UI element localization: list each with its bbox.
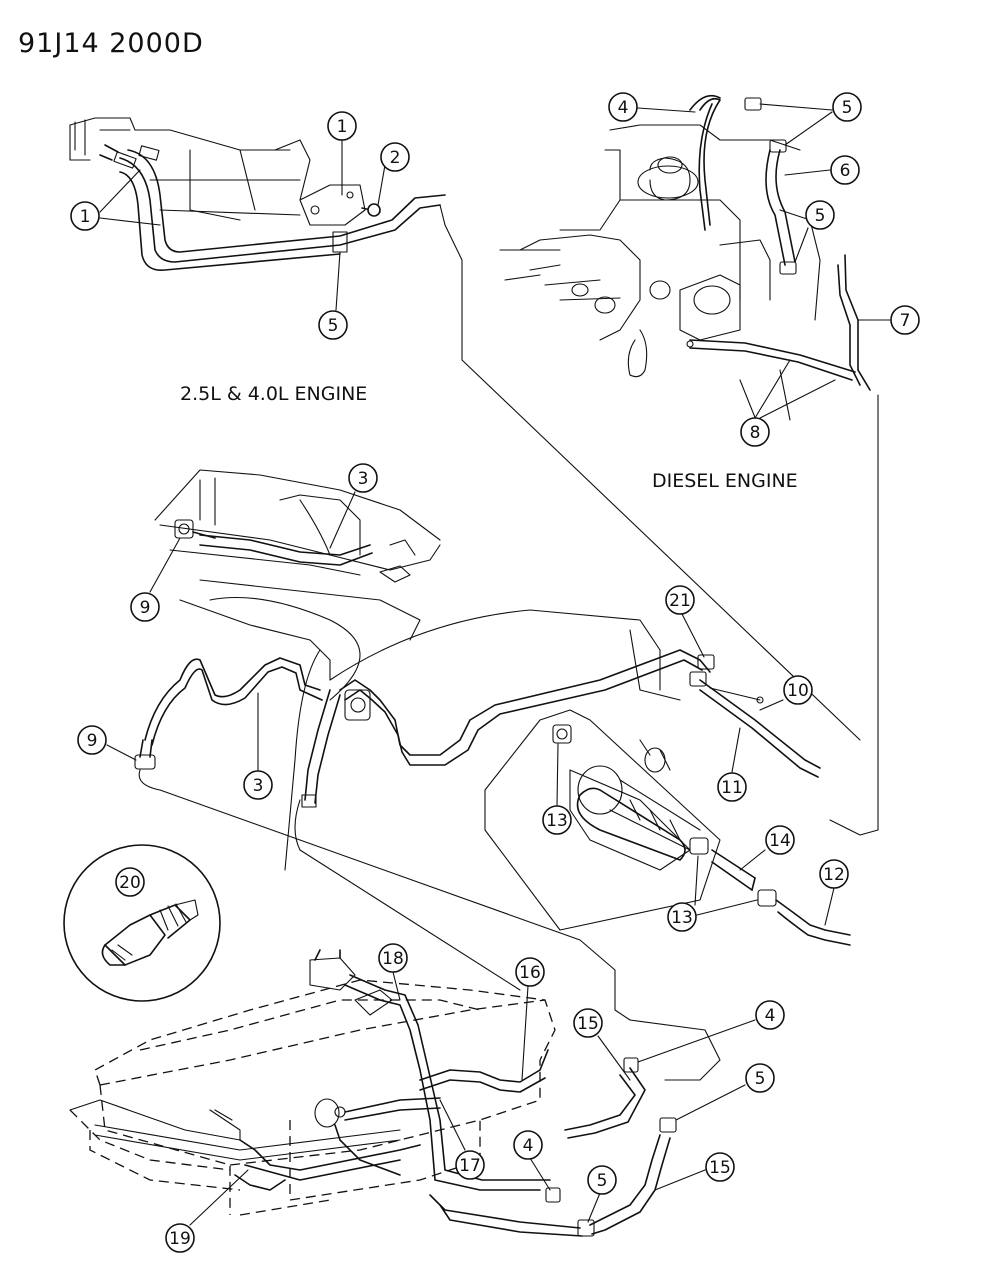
svg-text:9: 9 [87, 731, 98, 751]
svg-text:10: 10 [787, 681, 809, 701]
svg-text:6: 6 [840, 161, 851, 181]
callout-4-diesel: 4 [608, 92, 696, 122]
gas-engine-label: 2.5L & 4.0L ENGINE [180, 383, 367, 405]
callout-4-tank-upper: 4 [637, 1000, 785, 1063]
callout-5-diesel-mid: 5 [794, 200, 835, 263]
callout-17: 17 [439, 1099, 485, 1180]
callout-11: 11 [717, 727, 747, 802]
svg-text:1: 1 [80, 207, 91, 227]
callout-2: 2 [377, 142, 410, 206]
vapor-canister [552, 724, 851, 946]
svg-text:7: 7 [900, 311, 911, 331]
svg-text:15: 15 [577, 1014, 599, 1034]
svg-text:8: 8 [750, 423, 761, 443]
callout-15-lower: 15 [654, 1152, 735, 1191]
svg-text:13: 13 [546, 811, 568, 831]
svg-text:12: 12 [823, 865, 845, 885]
callout-5-tank-lower: 5 [587, 1165, 617, 1223]
inset-part-20: 20 [63, 844, 221, 1002]
svg-text:4: 4 [523, 1136, 534, 1156]
svg-text:17: 17 [459, 1156, 481, 1176]
callout-1-upper: 1 [327, 111, 357, 196]
callout-4-tank-lower: 4 [513, 1130, 551, 1191]
svg-text:9: 9 [140, 598, 151, 618]
svg-text:5: 5 [815, 206, 826, 226]
svg-text:14: 14 [769, 831, 791, 851]
callout-18: 18 [378, 943, 408, 1001]
svg-text:2: 2 [390, 148, 401, 168]
svg-text:11: 11 [721, 778, 743, 798]
chassis-view [134, 469, 821, 1021]
gas-engine-view [69, 117, 861, 741]
callout-3-lower: 3 [243, 692, 273, 800]
callout-5-diesel-top: 5 [759, 92, 862, 146]
callout-19: 19 [165, 1169, 249, 1253]
svg-text:20: 20 [119, 873, 141, 893]
callout-5-tank-upper: 5 [675, 1063, 775, 1121]
svg-text:5: 5 [597, 1171, 608, 1191]
svg-text:5: 5 [755, 1069, 766, 1089]
svg-text:3: 3 [358, 469, 369, 489]
svg-text:19: 19 [169, 1229, 191, 1249]
svg-text:3: 3 [253, 776, 264, 796]
callout-1-left: 1 [70, 169, 161, 231]
svg-text:16: 16 [519, 963, 541, 983]
callout-5-gas: 5 [318, 251, 348, 340]
fuel-tank-view [69, 949, 721, 1237]
callout-14: 14 [739, 825, 795, 871]
callout-10: 10 [759, 675, 813, 711]
svg-text:4: 4 [765, 1006, 776, 1026]
callout-8: 8 [740, 359, 836, 447]
callout-15-upper: 15 [573, 1008, 631, 1081]
callout-9-upper: 9 [130, 537, 181, 622]
callout-13-lower: 13 [667, 855, 758, 932]
diagram-code: 91J14 2000D [18, 28, 204, 59]
callout-16: 16 [515, 957, 545, 1081]
svg-text:21: 21 [669, 591, 691, 611]
svg-text:5: 5 [328, 316, 339, 336]
callout-3-upper: 3 [329, 463, 378, 549]
callout-13-upper: 13 [542, 743, 572, 835]
callout-7: 7 [857, 305, 920, 335]
svg-text:18: 18 [382, 949, 404, 969]
diesel-engine-view [499, 94, 879, 836]
callout-6: 6 [784, 155, 860, 185]
svg-text:15: 15 [709, 1158, 731, 1178]
callout-12: 12 [819, 859, 849, 926]
svg-text:5: 5 [842, 98, 853, 118]
callout-9-lower: 9 [77, 725, 137, 761]
callout-21: 21 [665, 585, 705, 658]
svg-text:4: 4 [618, 98, 629, 118]
svg-text:13: 13 [671, 908, 693, 928]
diesel-engine-label: DIESEL ENGINE [652, 470, 798, 492]
svg-text:1: 1 [337, 117, 348, 137]
